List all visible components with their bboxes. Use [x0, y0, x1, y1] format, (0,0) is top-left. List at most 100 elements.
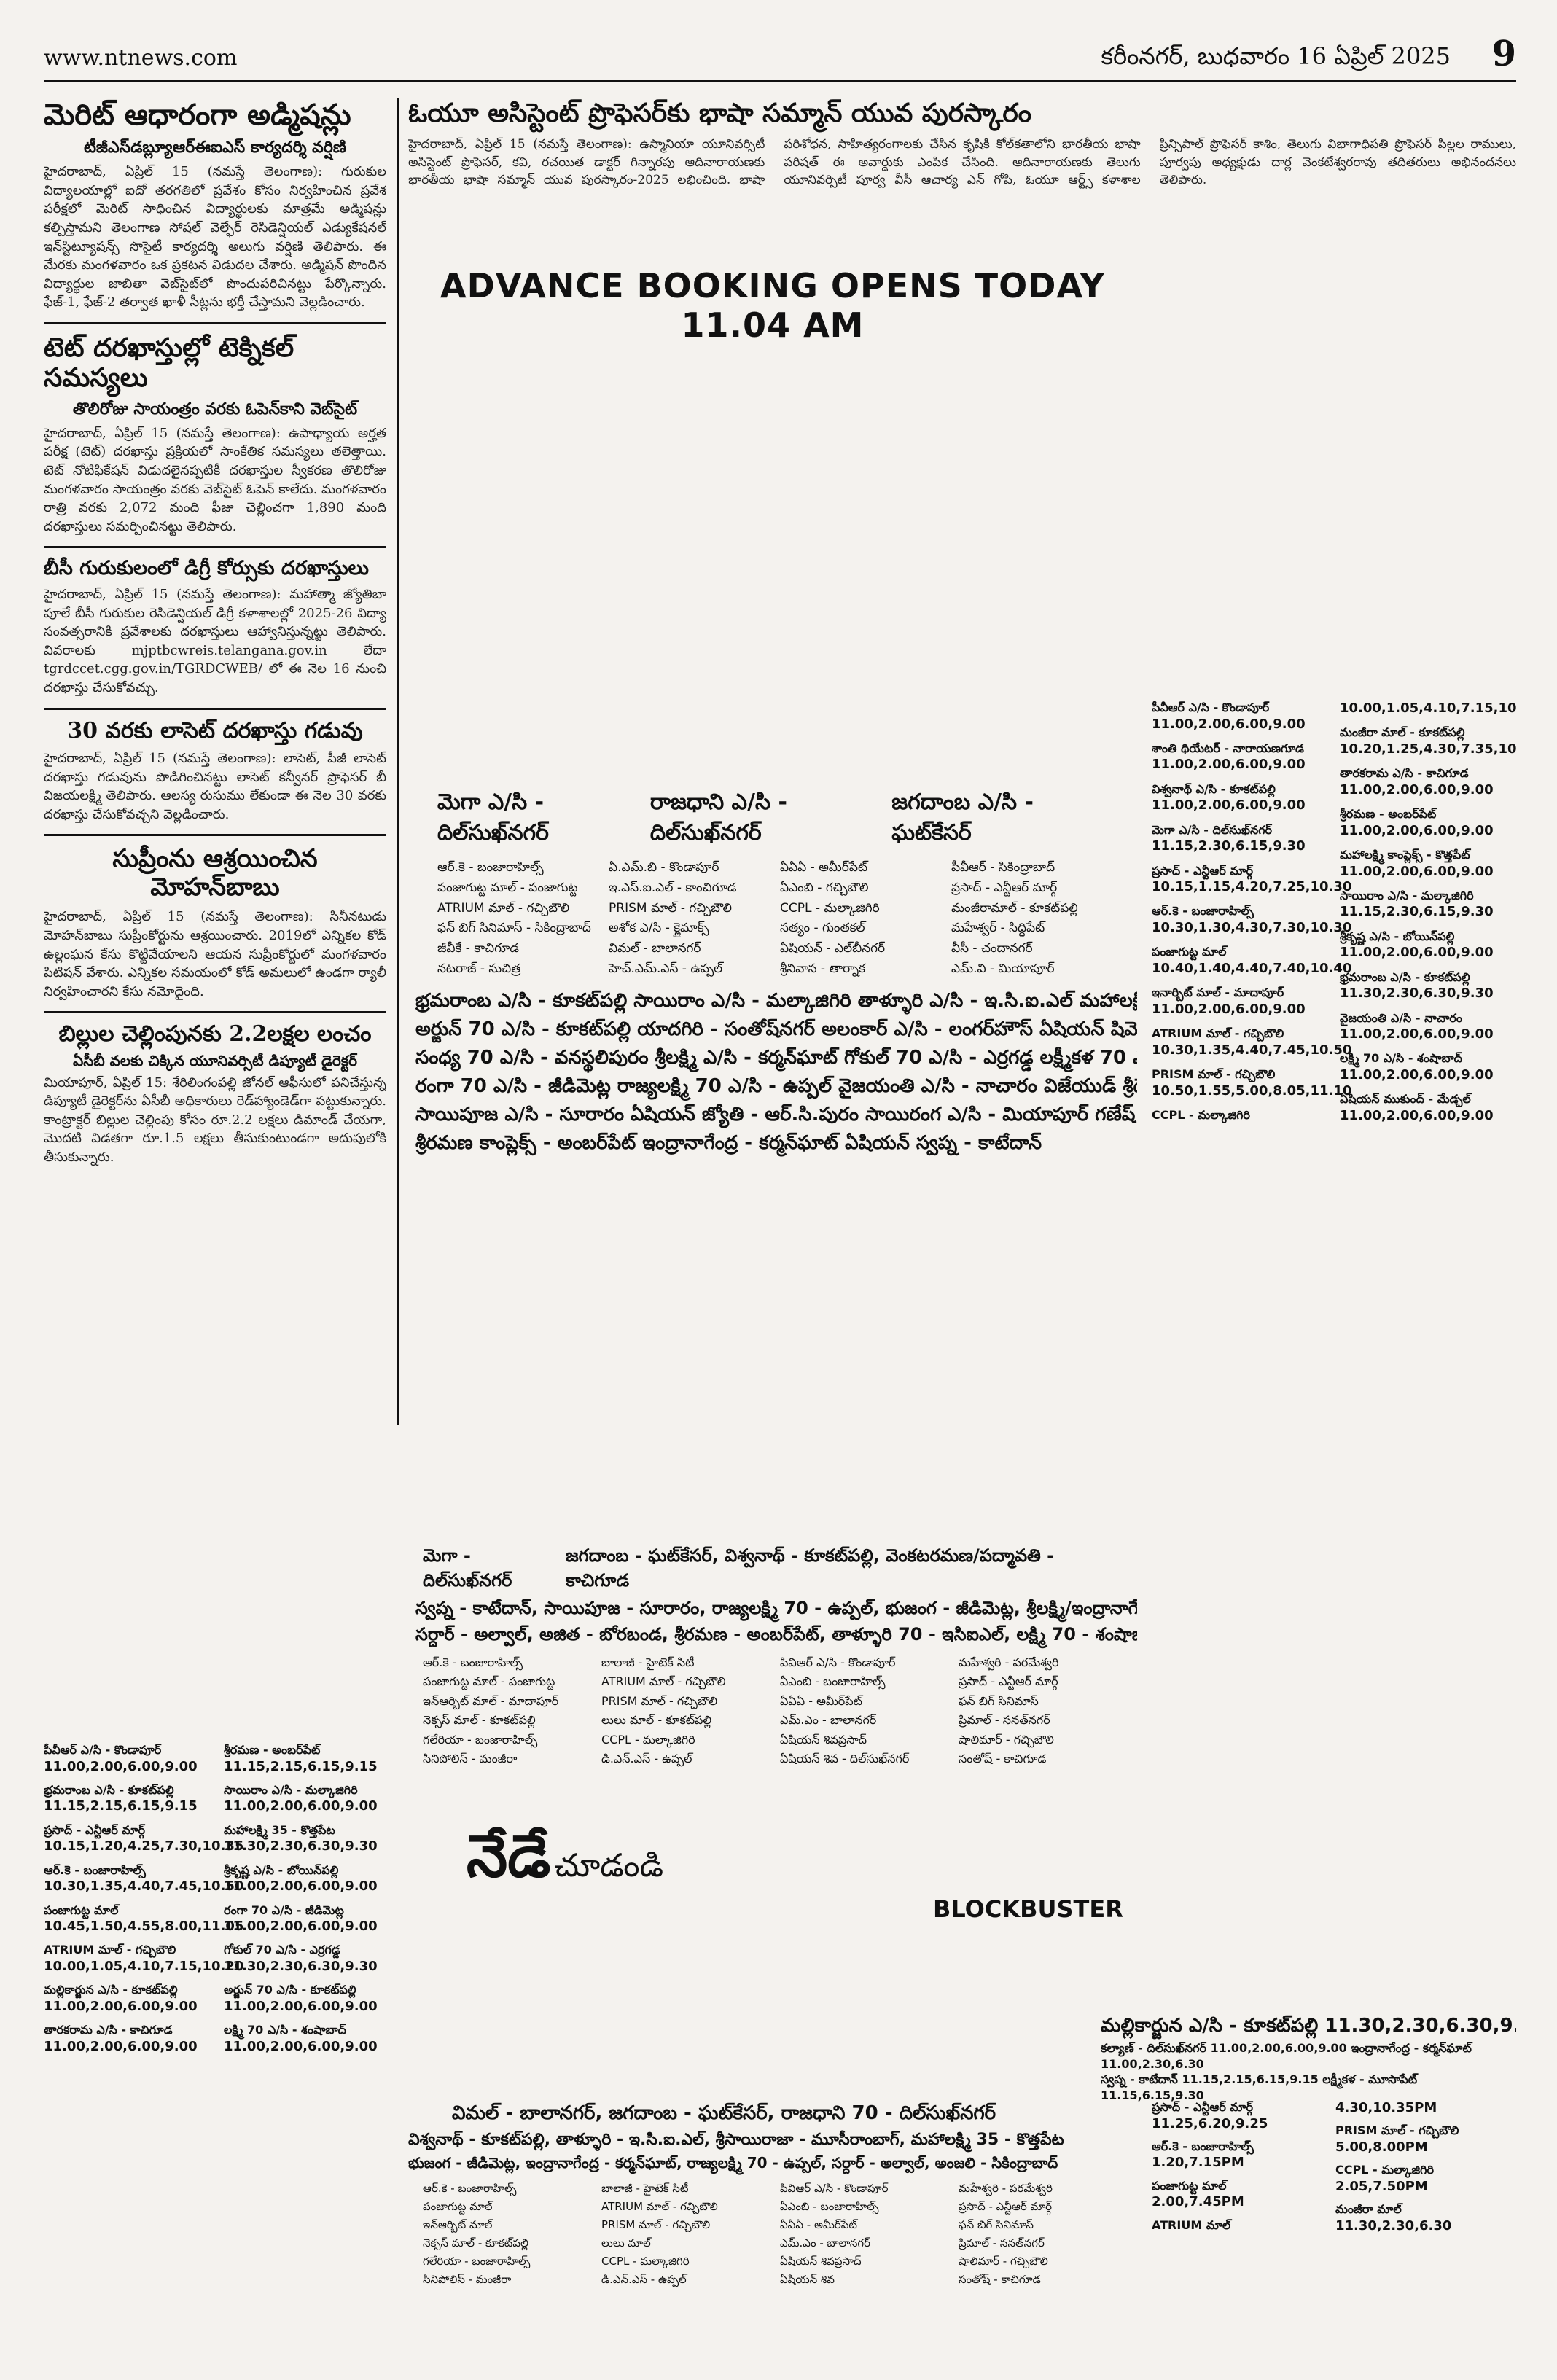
listing-shows: 11.00,2.00,6.00,9.00 — [1340, 945, 1494, 961]
listing-theater: వైజయంతి ఎ/సి - నాచారం — [1340, 1010, 1462, 1025]
divider — [44, 834, 386, 837]
theater-name: సినిపోలిస్ - మంజీరా — [423, 2273, 512, 2286]
theater-name: ఎమ్.ఎం - బాలానగర్ — [780, 2236, 871, 2250]
big-theater-line: సాయిపూజ ఎ/సి - సూరారం ఏషియన్ జ్యోతి - ఆర… — [415, 1103, 1137, 1125]
theater-name: సినిపోలిస్ - మంజీరా — [423, 1751, 518, 1766]
bottom-big-lines: విమల్ - బాలానగర్, జగదాంబ - ఘట్‌కేసర్, రా… — [408, 2099, 1137, 2295]
page-number: 9 — [1491, 34, 1516, 74]
listing-shows: 11.30,2.30,6.30 — [1335, 2217, 1452, 2233]
listing-shows: 2.00,7.45PM — [1152, 2194, 1244, 2210]
listing-theater: ఆర్.కె - బంజారాహిల్స్ — [44, 1862, 146, 1877]
article-merit: మెరిట్ ఆధారంగా అడ్మిషన్లు టీజీఎస్‌డబ్ల్య… — [44, 98, 386, 312]
article-bc-gurukul: బీసీ గురుకులంలో డిగ్రీ కోర్సుకు దరఖాస్తు… — [44, 557, 386, 697]
theater-grid: ఆర్.కె - బంజారాహిల్స్ బాలాజీ - హైటెక్ సి… — [423, 1655, 1123, 1767]
listing-shows: 11.00,2.00,6.00,9.00 — [1152, 716, 1306, 732]
listing-theater: ATRIUM మాల్ — [1152, 2217, 1231, 2232]
listing-shows: 11.00,2.00,6.00,9.00 — [224, 1998, 378, 2014]
listing-shows: 11.00,2.00,6.00,9.00 — [224, 1878, 378, 1895]
theater-name: ఇన్‌ఆర్బిట్ మాల్ - మాదాపూర్ — [423, 1693, 559, 1708]
article-lawcet: 30 వరకు లాసెట్ దరఖాస్తు గడువు హైదరాబాద్,… — [44, 718, 386, 824]
theater-name: ఏషియన్ - ఎల్‌బీనగర్ — [780, 941, 886, 956]
listing-shows: 11.25,6.20,9.25 — [1152, 2115, 1268, 2131]
left-news-column: మెరిట్ ఆధారంగా అడ్మిషన్లు టీజీఎస్‌డబ్ల్య… — [44, 98, 386, 1425]
listing-entry: అర్జున్ 70 ఎ/సి - కూకట్‌పల్లి11.00,2.00,… — [224, 1982, 394, 2016]
listing-theater: ప్రసాద్ - ఎన్టీఆర్ మార్గ్ — [44, 1822, 145, 1837]
theater-name: CCPL - మల్కాజిగిరి — [601, 2255, 690, 2268]
article-mohanbabu: సుప్రీంను ఆశ్రయించిన మోహన్‌బాబు హైదరాబాద… — [44, 845, 386, 1001]
cinema-header-row: మెగా ఎ/సి - దిల్‌సుఖ్‌నగర్ రాజధాని ఎ/సి … — [408, 789, 1137, 851]
article-headline: మెరిట్ ఆధారంగా అడ్మిషన్లు — [44, 98, 351, 132]
bottom-top-lines: మల్లికార్జున ఎ/సి - కూకట్‌పల్లి 11.30,2.… — [1101, 2012, 1516, 2103]
listing-shows: 10.40,1.40,4.40,7.40,10.40 — [1152, 960, 1352, 976]
listing-theater: ఆర్.కె - బంజారాహిల్స్ — [1152, 904, 1254, 918]
listing-shows: 11.00,2.00,6.00,9.00 — [1340, 822, 1494, 838]
big-theater-line: అర్జున్ 70 ఎ/సి - కూకట్‌పల్లి యాదగిరి - … — [415, 1018, 1137, 1040]
listing-shows: 11.00,2.00,6.00,9.00 — [44, 1758, 198, 1774]
blockbuster-tag: BLOCKBUSTER — [933, 1895, 1123, 1923]
listing-shows: 11.00,2.00,6.00,9.00 — [224, 1798, 378, 1814]
theater-name: ఏషియన్ శివప్రసాద్ — [780, 1732, 867, 1747]
listing-shows: 11.00,2.00,6.00,9.00 — [1340, 1107, 1494, 1123]
listing-entry: ATRIUM మాల్ - గచ్చిబౌలి10.30,1.35,4.40,7… — [1152, 1026, 1352, 1059]
cinema-header-item: రాజధాని ఎ/సి - దిల్‌సుఖ్‌నగర్ — [649, 789, 787, 846]
theater-name: ఏఎంబి - బంజారాహిల్స్ — [780, 1674, 886, 1689]
listing-entry: మంజీరా మాల్ - కూకట్‌పల్లి10.20,1.25,4.30… — [1340, 725, 1516, 758]
listing-theater: శ్రీకృష్ణ ఎ/సి - బోయిన్‌పల్లి — [1340, 929, 1455, 943]
listing-entry: శ్రీరమణ - అంబర్‌పేట్11.15,2.15,6.15,9.15 — [224, 1742, 394, 1776]
cinema-header-item: జగదాంబ - ఘట్‌కేసర్, విశ్వనాథ్ - కూకట్‌పల… — [566, 1545, 1055, 1591]
site-url[interactable]: www.ntnews.com — [44, 45, 238, 71]
listing-theater: PRISM మాల్ - గచ్చిబౌలి — [1152, 1067, 1276, 1082]
listing-shows: 10.30,1.35,4.40,7.45,10.50 — [1152, 1042, 1352, 1058]
listing-shows: 11.00,2.00,6.00,9.00 — [1340, 781, 1494, 797]
listing-theater: CCPL - మల్కాజిగిరి — [1152, 1107, 1250, 1122]
theater-name: ఏ.ఎమ్.బి - కొండాపూర్ — [609, 860, 719, 875]
right-showtime-listing: పీవీఆర్ ఎ/సి - కొండాపూర్11.00,2.00,6.00,… — [1152, 700, 1516, 1662]
listing-shows: 4.30,10.35PM — [1335, 2100, 1437, 2115]
theater-name: ఇ.ఎస్.ఐ.ఎల్ - కాంచిగూడ — [609, 880, 737, 895]
listing-entry: శ్రీకృష్ణ ఎ/సి - బోయిన్‌పల్లి 11.00,2.00,… — [1340, 929, 1516, 962]
listing-theater: పంజాగుట్ట మాల్ — [44, 1903, 119, 1917]
listing-entry: ప్రసాద్ - ఎన్టీఆర్ మార్గ్10.15,1.20,4.25… — [44, 1822, 243, 1856]
listing-shows: 10.50,1.55,5.00,8.05,11.10 — [1152, 1082, 1352, 1099]
theater-name: CCPL - మల్కాజిగిరి — [780, 900, 880, 916]
listing-entry: CCPL - మల్కాజిగిరి10.00,1.05,4.10,7.15,1… — [1152, 700, 1516, 1128]
theater-name: ఏషియన్ శివ — [780, 2273, 835, 2286]
listing-entry: పంజాగుట్ట మాల్10.45,1.50,4.55,8.00,11.05 — [44, 1903, 243, 1936]
article-body: మియాపూర్, ఏప్రిల్ 15: శేరిలింగంపల్లి జోన… — [44, 1074, 386, 1165]
listing-entry: మెగా ఎ/సి - దిల్‌సుఖ్‌నగర్11.15,2.30,6.1… — [1152, 822, 1328, 856]
theater-name: మహేశ్వరి - పరమేశ్వరి — [959, 2182, 1053, 2195]
big-theater-line: స్వప్న - కాటేదాన్, సాయిపూజ - సూరారం, రాజ… — [415, 1598, 1137, 1618]
listing-entry: ATRIUM మాల్ 4.30,10.35PM — [1152, 2099, 1509, 2237]
divider — [44, 546, 386, 549]
big-theater-line: సర్దార్ - అల్వాల్, అజిత - బోరబండ, శ్రీరమ… — [415, 1624, 1137, 1644]
theater-grid: ఆర్.కె - బంజారాహిల్స్ ఏ.ఎమ్.బి - కొండాపూ… — [437, 859, 1108, 978]
listing-entry: మంజీరా మాల్11.30,2.30,6.30 — [1335, 2201, 1509, 2235]
listing-shows: 11.15,2.15,6.15,9.15 — [224, 1758, 378, 1774]
theater-name: గలేరియా - బంజారాహిల్స్ — [423, 2255, 531, 2268]
big-theater-line: సంధ్య 70 ఎ/సి - వనస్థలిపురం శ్రీలక్ష్మి … — [415, 1046, 1137, 1069]
divider — [44, 707, 386, 710]
theater-name: మంజీరామాల్ - కూకట్‌పల్లి — [951, 900, 1078, 916]
listing-entry: లక్ష్మి 70 ఎ/సి - శంషాబాద్11.00,2.00,6.0… — [224, 2022, 394, 2056]
listing-shows: 10.20,1.25,4.30,7.35,10.40 — [1340, 741, 1516, 757]
cinema-header-item: మెగా - దిల్‌సుఖ్‌నగర్ — [423, 1545, 512, 1591]
theater-name: లులు మాల్ - కూకట్‌పల్లి — [601, 1713, 712, 1728]
listing-shows: 2.05,7.50PM — [1335, 2178, 1428, 2194]
listing-theater: తారకరామ ఎ/సి - కాచిగూడ — [44, 2023, 173, 2037]
theater-name: ATRIUM మాల్ - గచ్చిబౌలి — [437, 900, 570, 916]
listing-entry: సాయిరాం ఎ/సి - మల్కాజిగిరి11.15,2.30,6.1… — [1340, 888, 1516, 921]
theater-name: డి.ఎన్.ఎస్ - ఉప్పల్ — [601, 2273, 687, 2286]
bottom-right-listing: ప్రసాద్ - ఎన్టీఆర్ మార్గ్11.25,6.20,9.25… — [1152, 2099, 1509, 2237]
theater-name: సత్యం - గుంతకల్ — [780, 921, 865, 936]
theater-name: ప్రిమాల్ - సనత్‌నగర్ — [959, 2236, 1045, 2250]
article-body: హైదరాబాద్, ఏప్రిల్ 15 (నమస్తే తెలంగాణ): … — [44, 751, 386, 822]
cinema-header-item: జగదాంబ ఎ/సి - ఘట్‌కేసర్ — [891, 789, 1034, 846]
big-theater-lines: భ్రమరాంబ ఎ/సి - కూకట్‌పల్లి సాయిరాం ఎ/సి… — [415, 987, 1137, 1158]
listing-theater: సాయిరాం ఎ/సి - మల్కాజిగిరి — [224, 1782, 358, 1797]
listing-theater: పీవీఆర్ ఎ/సి - కొండాపూర్ — [44, 1743, 162, 1757]
theater-name: పంజాగుట్ట మాల్ - పంజాగుట్ట — [437, 880, 578, 895]
listing-shows: 5.00,8.00PM — [1335, 2139, 1428, 2155]
theater-name: ఏషియన్ శివ - దిల్‌సుఖ్‌నగర్ — [780, 1751, 910, 1766]
listing-shows: 1.20,7.15PM — [1152, 2155, 1244, 2171]
